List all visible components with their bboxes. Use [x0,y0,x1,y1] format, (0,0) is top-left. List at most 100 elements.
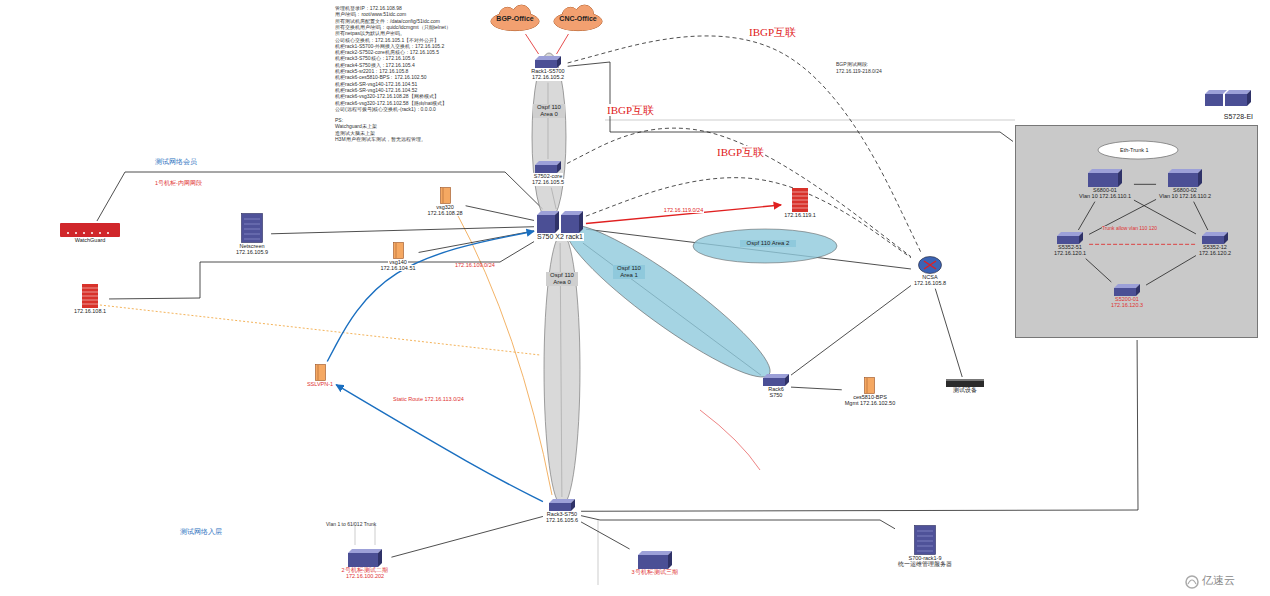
connector [791,387,842,390]
port-dot [107,232,109,234]
device-icon [763,374,789,386]
logo-swirl [1188,580,1196,584]
server-slot [244,229,260,230]
connector [568,62,1013,141]
connector [525,34,538,54]
grey-wire [355,525,375,545]
note-line: 所有netpas以为默认用户密码。 [335,31,405,37]
brick-line [792,192,808,193]
panel-ground [1015,125,1258,338]
connector [1134,184,1156,185]
network-device: Rack6S750 [763,374,789,399]
device-icon [1057,232,1083,244]
network-device: S6800-01Vlan 10 172.16.110.1 [1078,169,1132,200]
network-device: 2号机柜-测试二期172.16.100.202 [341,549,390,580]
note-line: 公司核心交换机：172.16.105.1【不对外公开】 [335,38,439,44]
area-ellipse [693,229,837,263]
note-line: 机柜rack5-sr2201：172.16.105.8 [335,69,408,75]
switch-top [1225,90,1251,94]
note-line: 机柜rack6-vsg320-172.16.108.28【网桥模式】 [335,94,439,100]
network-device: vsg140172.16.104.51 [379,242,416,272]
edge-label: IBGP互联 [606,104,655,116]
note-line: 机柜rack6-ces5810-BPS：172.16.102.50 [335,75,426,81]
firewall-body [82,284,98,308]
brick-line [82,292,98,293]
annotation: Trunk allow vlan 110 120 [1102,226,1157,232]
switch-top [1202,232,1228,236]
note-line: 机柜rack6-SR-vsg140-172.16.104.52 [335,88,417,94]
switch-top [763,374,789,378]
switch-front [1205,94,1223,106]
grey-wire [598,520,599,585]
watchguard-body [60,223,120,237]
device-label: CNC-Office [553,15,603,23]
network-device: S7502-core172.16.105.5 [531,161,565,186]
switch-front [1114,288,1136,296]
connector [581,522,630,549]
appliance-body [315,364,325,380]
network-device: WatchGuard [60,223,120,243]
switch-side [1198,169,1202,187]
switch-side [785,374,789,386]
note-line: 机柜rack3-S750核心：172.16.105.6 [335,56,415,62]
brick-line [82,296,98,297]
switch-side [557,161,561,173]
connector [1086,259,1112,282]
switch-side [1247,90,1251,106]
area-label: Ospf 110 Area 2 [740,240,796,247]
switch-front [348,553,378,567]
server-slot [917,546,933,547]
switch-side [1079,232,1083,244]
annotation: 1号机柜-内网网段 [155,180,202,186]
device-icon [1202,232,1228,244]
device-icon [535,56,561,68]
switch-front [537,215,555,233]
annotation: Vlan 1 to 61/012 Trunk [326,522,376,528]
device-icon [864,377,875,394]
switch-front [1057,236,1079,244]
appliance-edge [867,378,868,393]
device-icon [393,242,404,259]
server-slot [917,541,933,542]
watermark: 亿速云 [1202,574,1235,586]
switch-front [1168,173,1198,187]
connector [557,34,569,54]
firewall-body [792,188,808,212]
network-device: ces5810-BPSMgmt 172.16.102.50 [844,377,896,407]
connector [1146,256,1196,285]
connector [336,385,543,502]
isp-cloud: CNC-Office [553,4,603,32]
switch-front [1088,173,1118,187]
network-device: Rack1-S5700172.16.105.2 [530,56,565,81]
connector [586,205,781,224]
device-label: 172.16.120.2 [1198,250,1232,256]
server-slot [244,234,260,235]
switch-front [535,60,557,68]
connector [1089,244,1196,245]
device-label: WatchGuard [74,237,107,243]
note-line: 所有测试机房配置文件：/data/config/51idc.com [335,19,440,25]
server-slot [917,551,933,552]
orange-wire [455,210,552,495]
note-line: 管理机登录IP：172.16.108.98 [335,6,402,12]
device-icon [1114,284,1140,296]
switch-side [557,56,561,68]
connector [327,231,534,361]
device-label: 统一运维管理服务器 [897,561,953,567]
connector [935,289,962,377]
device-icon [60,223,120,237]
brick-line [82,288,98,289]
annotation: Eth-Trunk 1 [1120,147,1149,153]
note-line: H3M用户在测试车测试，暂无远程管理。 [335,137,426,143]
device-label: 172.16.105.2 [531,74,565,80]
router-body [919,257,942,274]
red-wire [700,410,760,470]
connector [791,286,911,376]
connector [1194,202,1208,230]
device-icon [638,551,672,569]
device-label: 3号机柜-测试三期 [631,569,680,575]
server-slot [244,219,260,220]
trunk-ellipse [1098,141,1178,159]
connector [1089,199,1156,234]
device-label: 172.16.105.6 [545,517,579,523]
